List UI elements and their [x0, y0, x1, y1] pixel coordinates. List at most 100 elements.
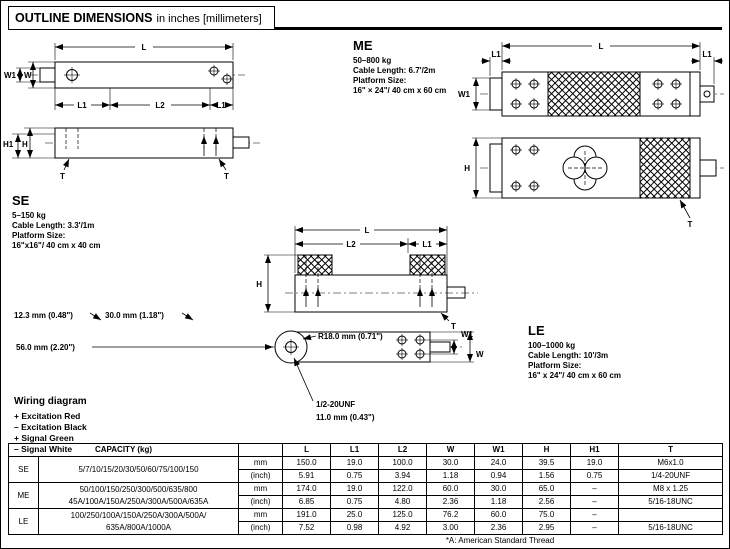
dim-label-T: T	[60, 172, 65, 181]
le-cable-length: Cable Length: 10'/3m	[528, 351, 609, 360]
dim-cell: 19.0	[330, 456, 380, 470]
header-T: T	[618, 443, 724, 457]
dim-cell: 0.75	[330, 495, 380, 509]
dim-cell: 100.0	[378, 456, 428, 470]
dim-cell: 1.18	[474, 495, 524, 509]
dim-cell: 30.0	[426, 456, 476, 470]
table-row-se-inch: (inch) 5.91 0.75 3.94 1.18 0.94 1.56 0.7…	[9, 469, 724, 483]
table-header-row: CAPACITY (kg) L L1 L2 W W1 H H1 T	[7, 443, 724, 457]
dim-label-H: H	[464, 164, 470, 173]
callout-11mm: 11.0 mm (0.43")	[316, 413, 375, 422]
dim-label-L: L	[142, 43, 147, 52]
se-range: 5–150 kg	[12, 211, 46, 220]
dim-cell: 1.18	[426, 469, 476, 483]
dim-label-H1: H1	[3, 140, 14, 149]
unit-cell: (inch)	[238, 495, 284, 509]
me-title: ME	[353, 38, 373, 53]
se-platform-size: 16"x16"/ 40 cm x 40 cm	[12, 241, 101, 250]
callout-56mm: 56.0 mm (2.20")	[16, 343, 75, 352]
me-bottom-view: H T	[464, 137, 724, 229]
capacity-line: 5/7/10/15/20/30/50/60/75/100/150	[78, 464, 199, 474]
wiring-line-signal-white: – Signal White	[14, 444, 73, 454]
dim-cell: –	[570, 495, 620, 509]
model-cell: ME	[8, 482, 39, 509]
dim-label-W: W	[476, 350, 484, 359]
table-row-le-inch: (inch) 7.52 0.98 4.92 3.00 2.36 2.95 – 5…	[9, 521, 724, 535]
dim-cell: 60.0	[426, 482, 476, 496]
se-title: SE	[12, 193, 30, 208]
dim-label-L1: L1	[77, 101, 87, 110]
thread-cell	[618, 508, 724, 522]
capacity-line: 100/250/100A/150A/250A/300A/500A/	[70, 510, 207, 520]
capacity-cell: 100/250/100A/150A/250A/300A/500A/ 635A/8…	[37, 508, 240, 535]
dim-cell: –	[570, 508, 620, 522]
thread-cell: 5/16-18UNC	[618, 495, 724, 509]
le-title: LE	[528, 323, 545, 338]
dim-label-W1: W1	[458, 90, 471, 99]
dim-cell: 150.0	[282, 456, 332, 470]
callout-r18mm: R18.0 mm (0.71")	[318, 332, 383, 341]
dim-cell: 76.2	[426, 508, 476, 522]
me-range: 50–800 kg	[353, 56, 392, 65]
se-platform-label: Platform Size:	[12, 231, 66, 240]
se-side-view: H1 H T T	[3, 127, 260, 181]
dim-cell: 7.52	[282, 521, 332, 535]
table-row-le-mm: LE 100/250/100A/150A/250A/300A/500A/ 635…	[8, 508, 724, 535]
header-L2: L2	[378, 443, 428, 457]
le-section: LE 100–1000 kg Cable Length: 10'/3m Plat…	[528, 323, 621, 381]
dim-cell: 2.56	[522, 495, 572, 509]
header-H: H	[522, 443, 572, 457]
thread-cell: 5/16-18UNC	[618, 521, 724, 535]
capacity-cell: 50/100/150/250/300/500/635/800 45A/100A/…	[37, 482, 240, 509]
dim-cell: 0.94	[474, 469, 524, 483]
thread-cell: M6x1.0	[618, 456, 724, 470]
dim-label-L2: L2	[155, 101, 165, 110]
dim-label-H: H	[22, 140, 28, 149]
dim-cell: 1.56	[522, 469, 572, 483]
wiring-title: Wiring diagram	[14, 396, 87, 407]
thread-cell: M8 x 1.25	[618, 482, 724, 496]
callout-thread: 1/2-20UNF	[316, 400, 355, 409]
le-platform-size: 16" x 24"/ 40 cm x 60 cm	[528, 371, 621, 380]
le-bottom-view: W1 W 56.0 mm (2.20") R18.0 mm (0.71") 1/…	[14, 311, 484, 422]
dim-cell: –	[570, 482, 620, 496]
me-top-view: L L1 L1 W1	[458, 42, 724, 117]
dim-label-W1: W1	[461, 330, 474, 339]
se-cable-length: Cable Length: 3.3'/1m	[12, 221, 95, 230]
model-cell: SE	[8, 456, 39, 483]
dim-cell: 125.0	[378, 508, 428, 522]
dim-label-T: T	[451, 322, 456, 331]
le-platform-label: Platform Size:	[528, 361, 582, 370]
dim-label-L2: L2	[346, 240, 356, 249]
dim-label-T: T	[688, 220, 693, 229]
dim-cell: 65.0	[522, 482, 572, 496]
header-unit	[238, 443, 284, 457]
dim-cell: 6.85	[282, 495, 332, 509]
dim-cell: 19.0	[330, 482, 380, 496]
table-footnote: *A: American Standard Thread	[445, 536, 555, 545]
capacity-line: 50/100/150/250/300/500/635/800	[79, 484, 198, 494]
dim-label-L1: L1	[422, 240, 432, 249]
table-row-me-mm: ME 50/100/150/250/300/500/635/800 45A/10…	[8, 482, 724, 509]
le-range: 100–1000 kg	[528, 341, 576, 350]
capacity-line: 45A/100A/150A/250A/300A/500A/635A	[68, 496, 209, 506]
dim-cell: 174.0	[282, 482, 332, 496]
me-section: ME 50–800 kg Cable Length: 6.7'/2m Platf…	[353, 38, 446, 96]
dim-cell: –	[570, 521, 620, 535]
load-cell-side-view: L L2 L1 H T	[256, 226, 478, 331]
dim-label-L: L	[599, 42, 604, 51]
dim-label-L1: L1	[491, 50, 501, 59]
page-title: OUTLINE DIMENSIONS	[15, 11, 153, 25]
dim-cell: 24.0	[474, 456, 524, 470]
dim-cell: 191.0	[282, 508, 332, 522]
header-rule	[8, 27, 722, 30]
dim-label-L: L	[365, 226, 370, 235]
dim-cell: 25.0	[330, 508, 380, 522]
header-L: L	[282, 443, 332, 457]
clover-cutout	[562, 145, 608, 191]
unit-cell: (inch)	[238, 469, 284, 483]
dim-cell: 75.0	[522, 508, 572, 522]
dim-label-W: W	[24, 71, 32, 80]
